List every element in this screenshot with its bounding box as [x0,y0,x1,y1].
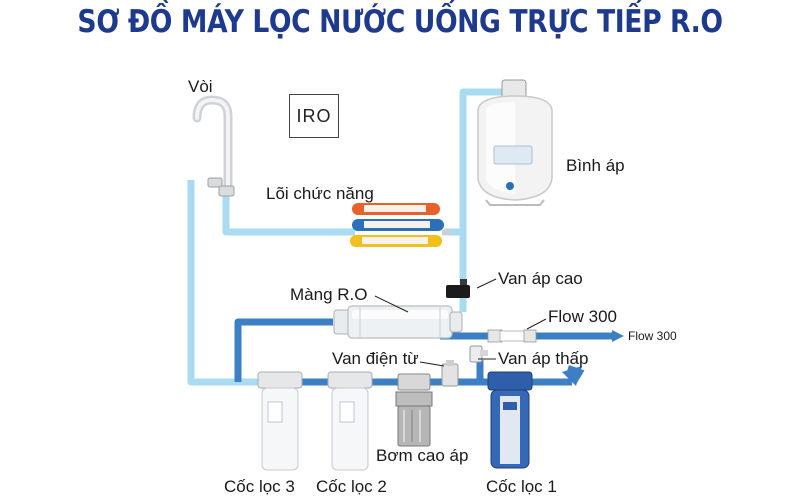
label-high-pressure-valve: Van áp cao [498,269,583,288]
label-functional-cores: Lõi chức năng [266,184,374,203]
label-solenoid-valve: Van điện từ [332,349,419,368]
pressure-tank-icon [477,79,553,206]
diagram-title: SƠ ĐỒ MÁY LỌC NƯỚC UỐNG TRỰC TIẾP R.O [77,4,723,40]
high-pressure-valve-icon [446,279,470,298]
label-low-pressure-valve: Van áp thấp [498,349,589,368]
solenoid-valve-icon [441,360,459,387]
label-pressure-tank: Bình áp [566,156,625,175]
label-filter-3: Cốc lọc 3 [224,477,295,496]
functional-cores-icon [350,203,450,247]
label-flow-outlet: Flow 300 [628,329,677,343]
pipe-cores-to-tank [444,88,504,236]
pipe-filter3-to-ro [234,318,333,382]
label-filter-1: Cốc lọc 1 [486,477,557,496]
arrow-right-icon [612,330,624,342]
booster-pump-icon [395,373,433,447]
label-ro-membrane: Màng R.O [290,285,368,304]
flow-restrictor-icon [487,329,537,343]
label-flow: Flow 300 [548,307,617,326]
label-booster-pump: Bơm cao áp [376,446,469,465]
ro-membrane-icon [333,305,463,339]
label-faucet: Vòi [188,77,213,96]
low-pressure-valve-icon [469,345,488,363]
pipe-faucet-to-cores [222,192,355,236]
filter-housing-icon [257,371,533,471]
brand-logo: IRO [289,94,339,138]
label-filter-2: Cốc lọc 2 [316,477,387,496]
faucet-icon [192,95,235,197]
arrow-right-icon [548,365,585,386]
